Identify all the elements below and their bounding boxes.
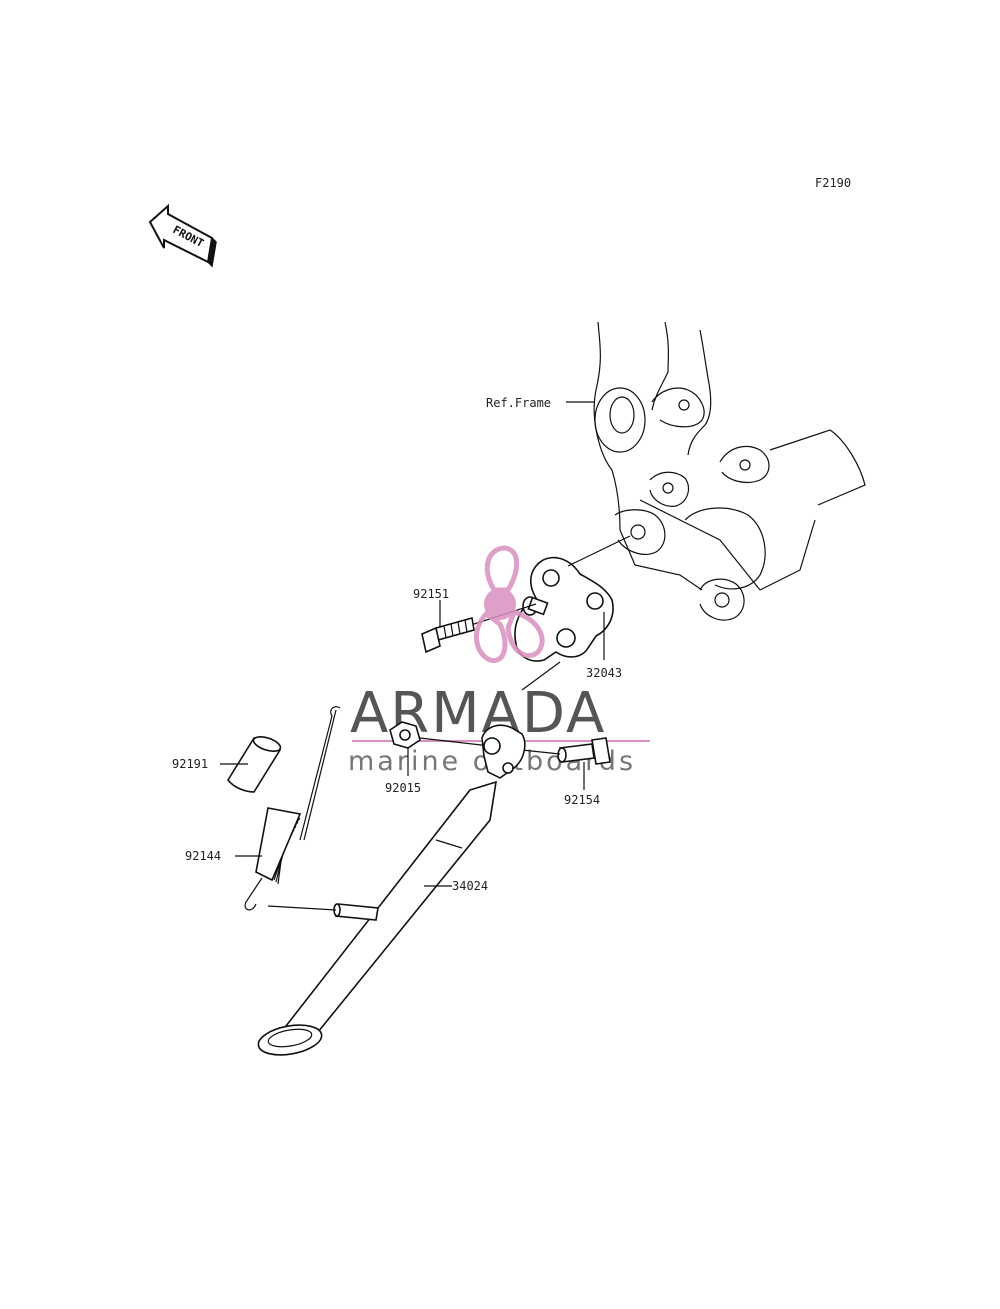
bracket-label: 32043 [586,666,622,680]
spring-pin [333,903,379,921]
bracket-mount-line [567,535,631,567]
nut-label: 92015 [385,781,421,795]
collar-92191 [227,736,282,793]
bolt2-label: 92154 [564,793,600,807]
stand-to-bracket-line [521,661,561,691]
frame-reference [593,321,866,621]
figure-code: F2190 [815,176,851,190]
ref-frame-label: Ref.Frame [486,396,551,410]
collar-label: 92191 [172,757,208,771]
stand-label: 34024 [452,879,488,893]
bolt-92151 [421,616,475,654]
watermark-brand: ARMADA [350,681,606,746]
front-arrow-icon: FRONT [148,203,217,268]
bolt-92154 [557,737,611,765]
spring-label: 92144 [185,849,221,863]
bracket-32043 [514,556,614,662]
side-stand-34024 [257,724,526,1056]
nut-92015 [389,721,421,749]
spring-92144 [244,706,341,911]
nut-axis-line [419,737,491,747]
pin-axis-line [267,905,337,911]
bolt-label: 92151 [413,587,449,601]
watermark-logo [474,545,545,663]
bolt2-axis-line [521,749,561,755]
